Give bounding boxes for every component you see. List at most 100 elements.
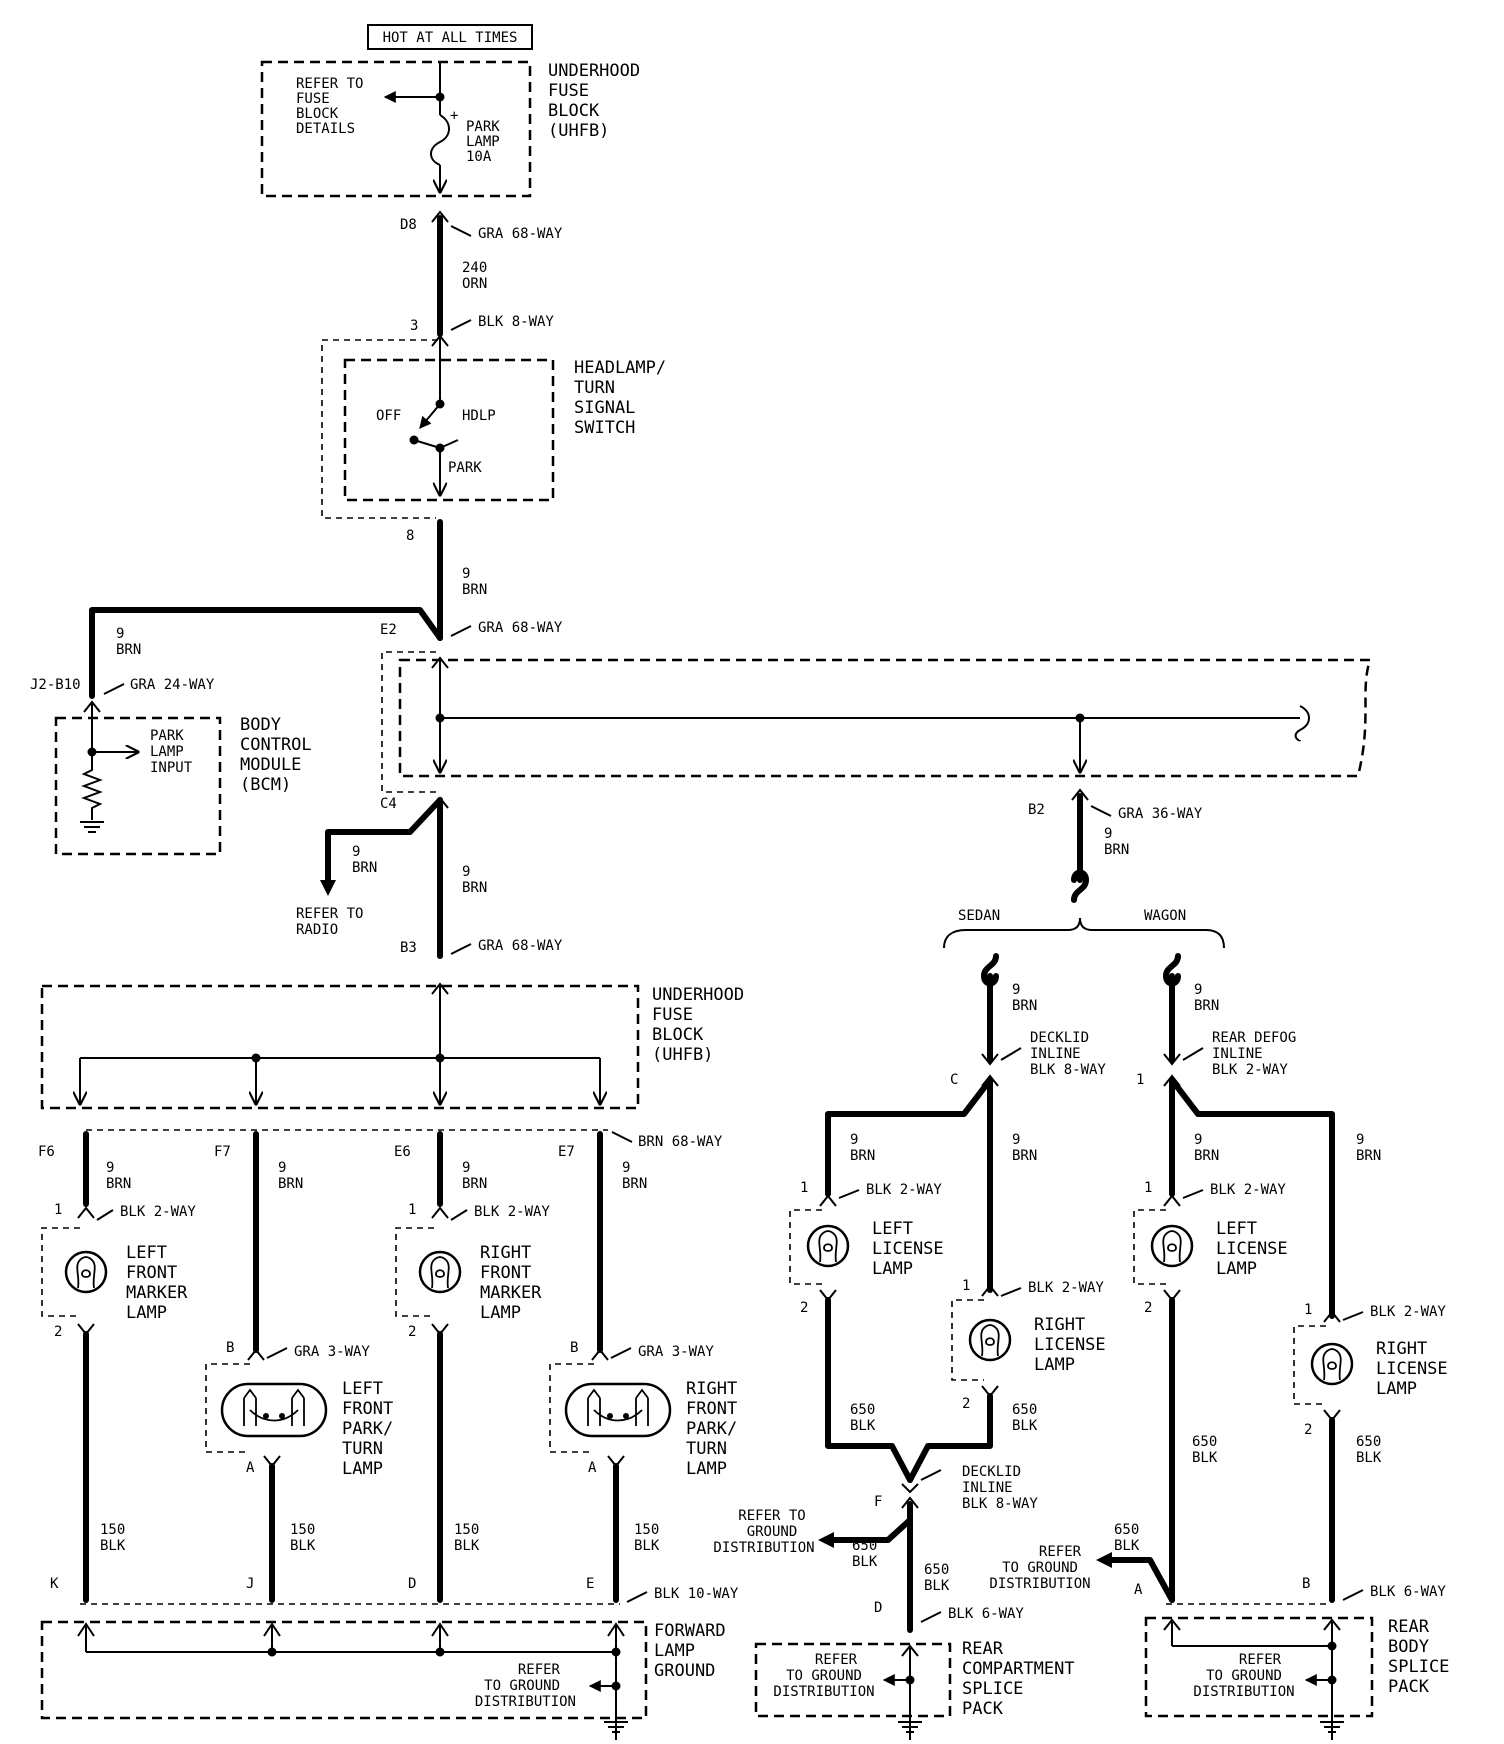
svg-text:FUSE: FUSE [548, 81, 589, 101]
svg-text:GROUND: GROUND [747, 1524, 798, 1540]
svg-text:240: 240 [462, 260, 487, 276]
rear-body-splice-pack-title: REAR BODY SPLICE PACK [1388, 1617, 1449, 1697]
svg-text:BLK 2-WAY: BLK 2-WAY [866, 1182, 942, 1198]
uhfb-top-box [260, 60, 532, 198]
svg-text:2: 2 [54, 1324, 62, 1340]
svg-text:BLOCK: BLOCK [296, 106, 339, 122]
mid-outer-boundary [381, 651, 436, 793]
svg-text:650: 650 [852, 1538, 877, 1554]
svg-text:REFER TO: REFER TO [296, 76, 363, 92]
svg-text:TURN: TURN [342, 1439, 383, 1459]
svg-text:TO GROUND: TO GROUND [1002, 1560, 1078, 1576]
fuse-icon [430, 114, 450, 166]
svg-text:REFER: REFER [815, 1652, 858, 1668]
svg-text:LAMP: LAMP [1034, 1355, 1075, 1375]
right-front-marker-lamp-icon [418, 1250, 462, 1294]
svg-text:1: 1 [408, 1202, 416, 1218]
svg-text:LAMP: LAMP [466, 134, 500, 150]
svg-text:BODY: BODY [1388, 1637, 1429, 1657]
right-front-park-turn-lamp-icon [564, 1382, 672, 1438]
pin-e2: E2 [380, 622, 397, 638]
svg-text:B: B [570, 1340, 578, 1356]
svg-text:BRN: BRN [462, 1176, 487, 1192]
svg-text:1: 1 [962, 1278, 970, 1294]
wire-label-9-brn-d: 9 BRN [462, 864, 487, 896]
pin-b2: B2 [1028, 802, 1045, 818]
pin-1-defog: 1 [1136, 1072, 1144, 1088]
connector-gra-24-way: GRA 24-WAY [130, 677, 215, 693]
svg-text:DISTRIBUTION: DISTRIBUTION [475, 1694, 576, 1710]
svg-text:TO GROUND: TO GROUND [786, 1668, 862, 1684]
svg-text:UNDERHOOD: UNDERHOOD [548, 61, 640, 81]
pin-b: B [1302, 1576, 1310, 1592]
svg-text:RADIO: RADIO [296, 922, 338, 938]
rear-body-splice-pack-box [1144, 1616, 1374, 1718]
svg-text:F6: F6 [38, 1144, 55, 1160]
svg-text:BRN: BRN [1012, 998, 1037, 1014]
forward-lamp-ground-box [40, 1620, 648, 1720]
headlamp-switch-box [343, 358, 555, 502]
svg-text:BRN: BRN [850, 1148, 875, 1164]
rear-compartment-splice-pack-box [754, 1642, 952, 1718]
decklid-inline-f: DECKLID INLINE BLK 8-WAY [962, 1464, 1038, 1512]
svg-text:9: 9 [850, 1132, 858, 1148]
svg-text:BLK 2-WAY: BLK 2-WAY [474, 1204, 550, 1220]
svg-text:LAMP: LAMP [654, 1641, 695, 1661]
svg-text:F7: F7 [214, 1144, 231, 1160]
uhfb-2-box [40, 984, 640, 1110]
sedan-right-license-lamp-icon [968, 1318, 1012, 1362]
switch-outer-boundary [321, 339, 438, 519]
svg-text:LEFT: LEFT [872, 1219, 913, 1239]
svg-text:BLK: BLK [924, 1578, 950, 1594]
right-front-marker-lamp-label: RIGHT FRONT MARKER LAMP [480, 1243, 542, 1323]
svg-text:RIGHT: RIGHT [480, 1243, 531, 1263]
wire-label-9-brn-c: 9 BRN [352, 844, 377, 876]
sedan-left-license-lamp-label: LEFT LICENSE LAMP [872, 1219, 944, 1279]
switch-park-label: PARK [448, 460, 482, 476]
wire-label-9-brn-a: 9 BRN [462, 566, 487, 598]
svg-text:REFER TO: REFER TO [296, 906, 363, 922]
svg-text:150: 150 [290, 1522, 315, 1538]
svg-text:E: E [586, 1576, 594, 1592]
connector-gra-36-way: GRA 36-WAY [1118, 806, 1203, 822]
wagon-left-license-lamp-icon [1150, 1224, 1194, 1268]
svg-text:TURN: TURN [686, 1439, 727, 1459]
hot-at-all-times-box: HOT AT ALL TIMES [367, 24, 533, 50]
svg-text:9: 9 [462, 1160, 470, 1176]
svg-text:REFER TO: REFER TO [738, 1508, 805, 1524]
switch-hdlp-label: HDLP [462, 408, 496, 424]
svg-text:FRONT: FRONT [342, 1399, 393, 1419]
svg-text:650: 650 [1192, 1434, 1217, 1450]
svg-text:LAMP: LAMP [872, 1259, 913, 1279]
svg-text:PACK: PACK [962, 1699, 1004, 1719]
svg-text:650: 650 [1114, 1522, 1139, 1538]
svg-text:650: 650 [924, 1562, 949, 1578]
wire-650-blk-wagon-ground [1105, 1557, 1175, 1603]
resistor-icon [81, 752, 103, 820]
svg-text:ORN: ORN [462, 276, 487, 292]
right-front-park-turn-lamp-label: RIGHT FRONT PARK/ TURN LAMP [686, 1379, 737, 1479]
svg-text:GROUND: GROUND [654, 1661, 715, 1681]
rcsp-refer-ground: REFER TO GROUND DISTRIBUTION [773, 1652, 874, 1700]
radio-arrow [320, 880, 336, 896]
sedan-right-license-lamp-label: RIGHT LICENSE LAMP [1034, 1315, 1106, 1375]
svg-text:CONTROL: CONTROL [240, 735, 312, 755]
svg-text:650: 650 [1012, 1402, 1037, 1418]
pin-j2-b10: J2-B10 [30, 677, 81, 693]
svg-text:9: 9 [462, 566, 470, 582]
pin-8: 8 [406, 528, 414, 544]
wire-9-brn-radio [325, 797, 443, 891]
wire-9-brn-bcm [89, 607, 443, 699]
sedan-wagon-brace [943, 917, 1225, 949]
svg-text:BLK: BLK [852, 1554, 878, 1570]
svg-text:DECKLID: DECKLID [1030, 1030, 1089, 1046]
svg-text:LAMP: LAMP [126, 1303, 167, 1323]
svg-text:UNDERHOOD: UNDERHOOD [652, 985, 744, 1005]
svg-text:PACK: PACK [1388, 1677, 1430, 1697]
svg-text:2: 2 [962, 1396, 970, 1412]
svg-text:BLK: BLK [290, 1538, 316, 1554]
svg-text:SIGNAL: SIGNAL [574, 398, 635, 418]
fuse-label: PARK LAMP 10A [466, 119, 500, 165]
svg-text:(BCM): (BCM) [240, 775, 291, 795]
pin-b3: B3 [400, 940, 417, 956]
